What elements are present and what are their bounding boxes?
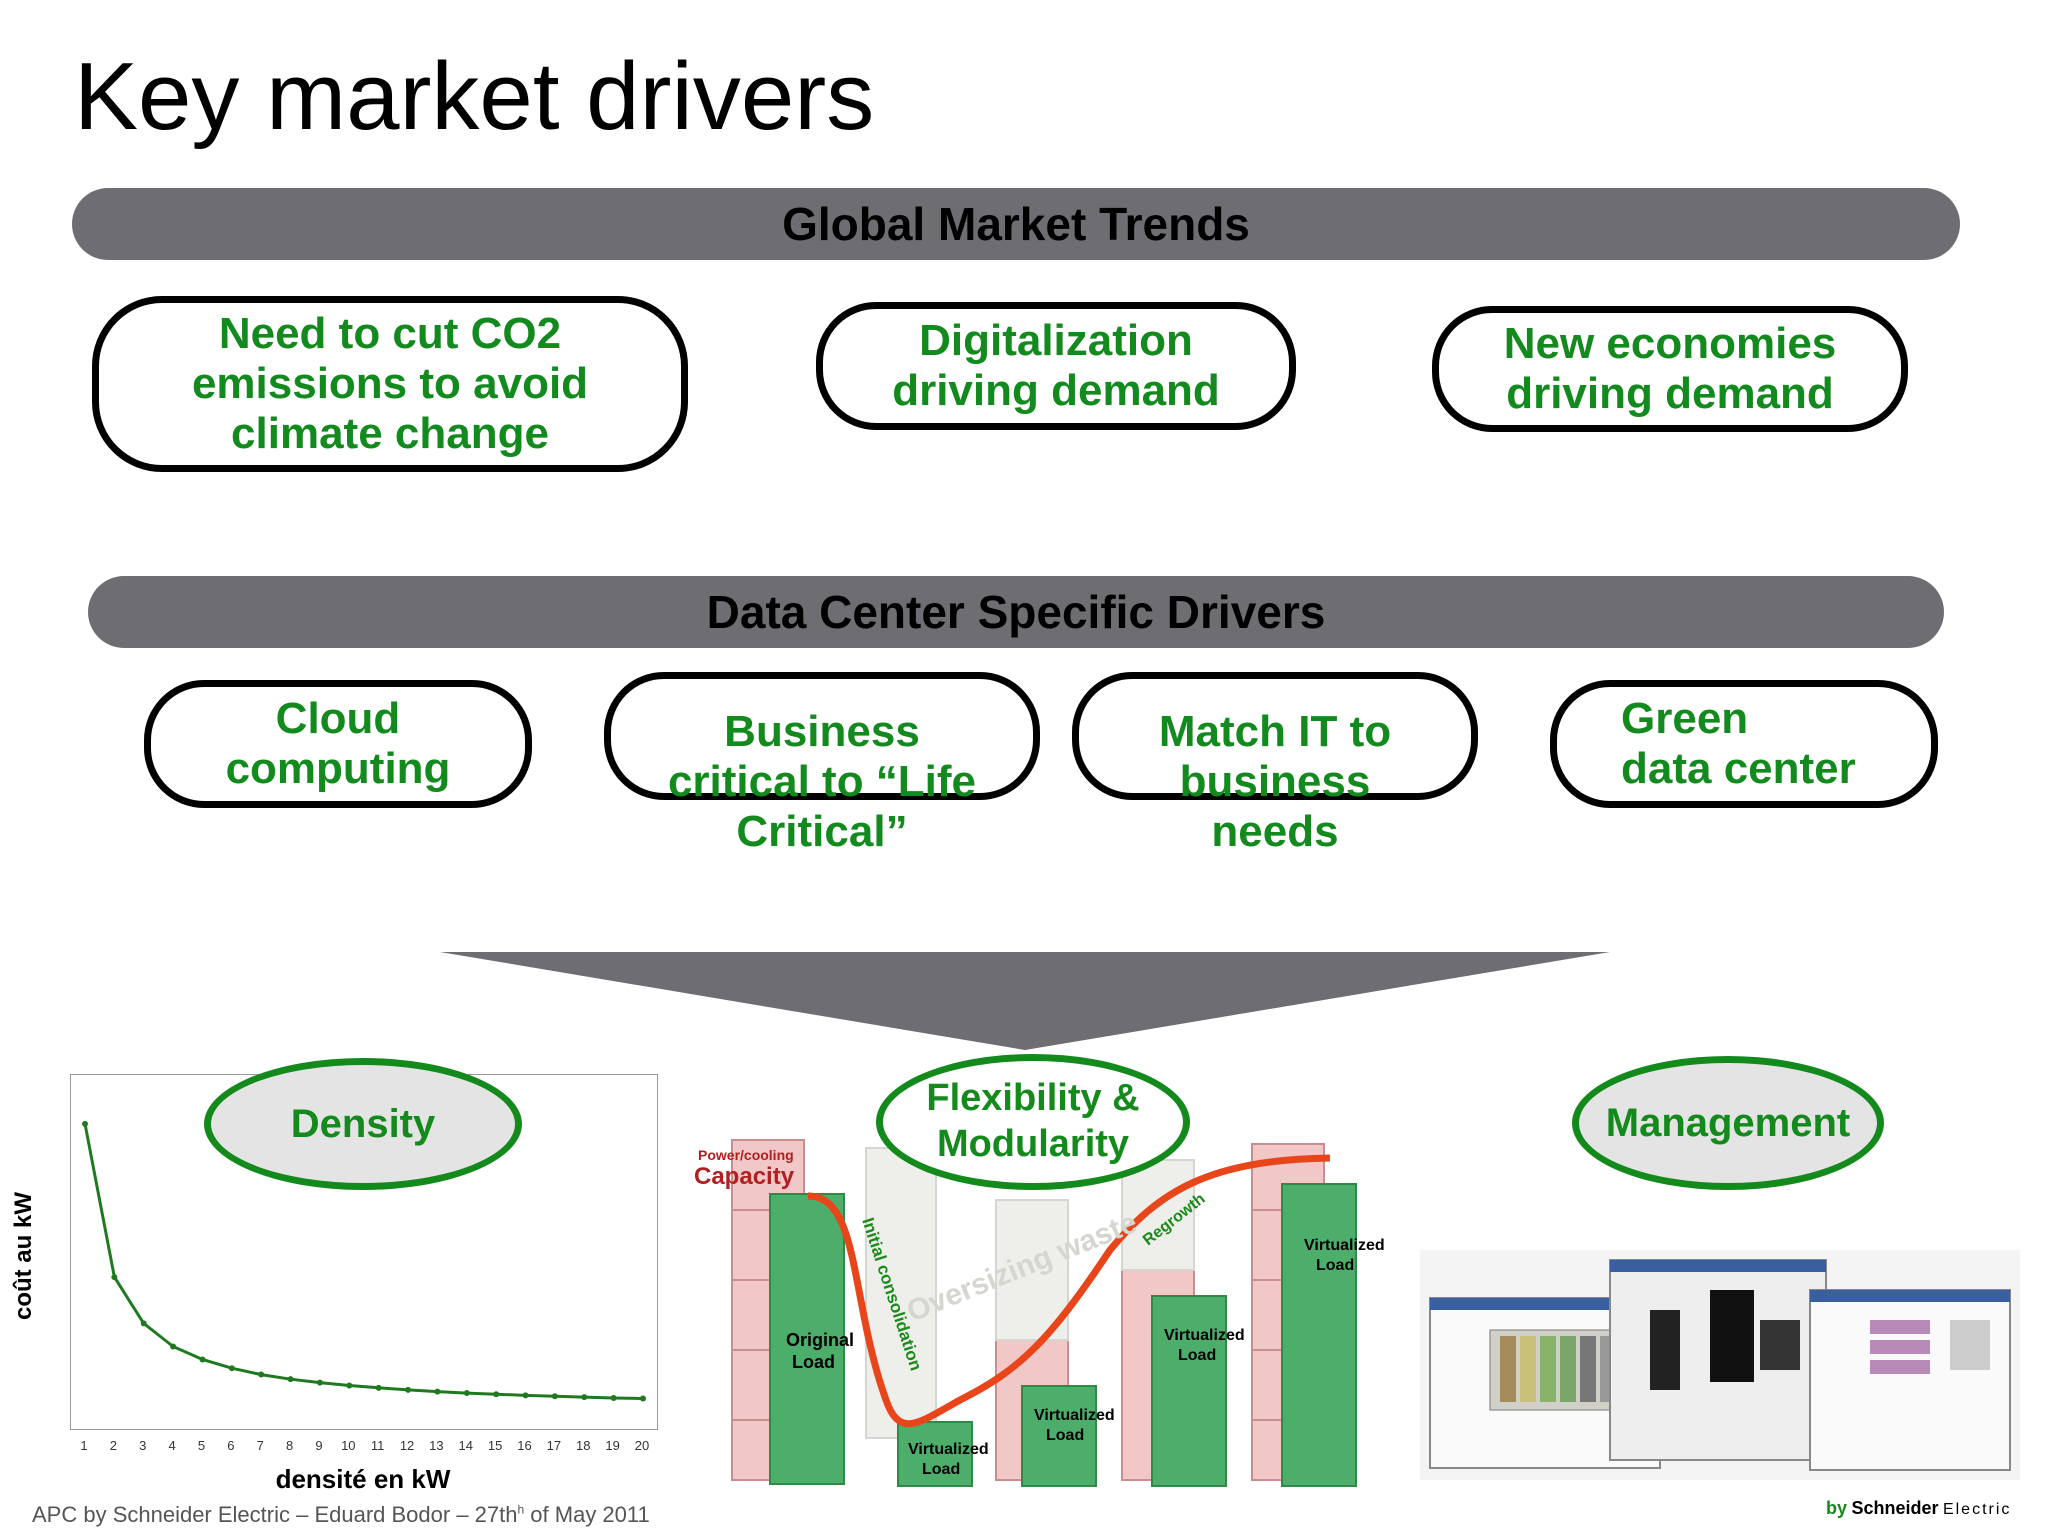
density-point xyxy=(199,1356,206,1363)
load-columns xyxy=(769,1183,1357,1487)
density-point xyxy=(610,1394,617,1401)
density-point xyxy=(170,1343,177,1350)
trend-digitalization-pill: Digitalization driving demand xyxy=(816,302,1296,430)
density-x-tick-label: 10 xyxy=(341,1438,355,1453)
funnel-arrow xyxy=(440,952,1610,1050)
capacity-label: Capacity xyxy=(694,1163,795,1190)
density-x-tick-label: 1 xyxy=(80,1438,87,1453)
density-x-tick-label: 11 xyxy=(371,1438,385,1453)
density-oval-label: Density xyxy=(290,1102,436,1146)
driver-green-dc-label: Green data center xyxy=(1621,693,1856,793)
density-x-tick-label: 5 xyxy=(198,1438,205,1453)
driver-green-dc-pill: Green data center xyxy=(1550,680,1938,808)
density-point xyxy=(581,1394,588,1401)
trend-co2-label: Need to cut CO2 emissions to avoid clima… xyxy=(191,308,589,459)
trend-new-economies-pill: New economies driving demand xyxy=(1432,306,1908,432)
screenshot-window-right xyxy=(1809,1289,2011,1471)
density-y-axis-label: coût au kW xyxy=(10,1192,37,1321)
density-x-tick-label: 19 xyxy=(605,1438,619,1453)
density-point xyxy=(140,1320,147,1327)
density-chart xyxy=(82,1120,646,1402)
management-screenshots xyxy=(1420,1250,2020,1480)
flexibility-oval-label: Flexibility & Modularity xyxy=(926,1077,1140,1165)
density-x-tick-label: 9 xyxy=(315,1438,322,1453)
density-x-tick-label: 16 xyxy=(517,1438,531,1453)
data-center-drivers-label: Data Center Specific Drivers xyxy=(706,586,1326,638)
density-x-tick-label: 4 xyxy=(168,1438,175,1453)
driver-business-critical-pill: Business critical to “Life Critical” xyxy=(604,672,1040,856)
footer-sup: h xyxy=(517,1502,525,1517)
trend-new-economies-label: New economies driving demand xyxy=(1503,318,1837,418)
driver-match-it-label: Match IT to business needs xyxy=(1158,707,1392,857)
brand-by: by xyxy=(1826,1498,1848,1518)
ghost-columns xyxy=(865,1147,1195,1439)
density-point xyxy=(640,1395,646,1402)
brand-logo: by Schneider Electric xyxy=(1826,1498,2011,1519)
footer-left: APC by Schneider Electric – Eduard Bodor… xyxy=(32,1502,518,1527)
management-oval: Management xyxy=(1572,1056,1884,1190)
density-point xyxy=(258,1371,265,1378)
trend-co2-pill: Need to cut CO2 emissions to avoid clima… xyxy=(92,296,688,472)
screenshot-window-center xyxy=(1609,1259,1827,1461)
density-x-tick-label: 15 xyxy=(488,1438,502,1453)
density-point xyxy=(111,1274,118,1281)
global-market-trends-banner: Global Market Trends xyxy=(72,188,1960,260)
global-market-trends-label: Global Market Trends xyxy=(782,198,1250,250)
density-point xyxy=(463,1390,470,1397)
density-point xyxy=(551,1393,558,1400)
density-point xyxy=(82,1120,88,1127)
density-x-tick-label: 12 xyxy=(400,1438,414,1453)
density-x-axis-label: densité en kW xyxy=(275,1464,451,1494)
management-oval-label: Management xyxy=(1605,1101,1851,1145)
density-x-tick-label: 13 xyxy=(429,1438,443,1453)
driver-cloud-pill: Cloud computing xyxy=(144,680,532,808)
density-x-tick-label: 6 xyxy=(227,1438,234,1453)
density-x-tick-label: 17 xyxy=(547,1438,561,1453)
density-point xyxy=(346,1382,353,1389)
brand-electric: Electric xyxy=(1942,1501,2012,1518)
density-point xyxy=(316,1379,323,1386)
density-point xyxy=(375,1384,382,1391)
slide-title: Key market drivers xyxy=(74,43,875,150)
driver-cloud-label: Cloud computing xyxy=(225,693,451,793)
driver-match-it-pill: Match IT to business needs xyxy=(1072,672,1478,856)
density-x-tick-label: 2 xyxy=(110,1438,117,1453)
brand-name: Schneider xyxy=(1851,1498,1939,1518)
density-point xyxy=(522,1392,529,1399)
density-x-tick-label: 7 xyxy=(257,1438,264,1453)
density-point xyxy=(287,1376,294,1383)
flexibility-oval: Flexibility & Modularity xyxy=(876,1054,1190,1190)
density-x-tick-label: 20 xyxy=(635,1438,649,1453)
footer-text: APC by Schneider Electric – Eduard Bodor… xyxy=(32,1502,650,1528)
density-series-line xyxy=(83,1123,644,1400)
capacity-small-label: Power/cooling xyxy=(698,1147,794,1163)
density-x-tick-label: 18 xyxy=(576,1438,590,1453)
density-point xyxy=(228,1365,235,1372)
driver-business-critical-label: Business critical to “Life Critical” xyxy=(667,707,977,857)
density-x-tick-label: 3 xyxy=(139,1438,146,1453)
density-oval: Density xyxy=(204,1058,522,1190)
data-center-drivers-banner: Data Center Specific Drivers xyxy=(88,576,1944,648)
density-x-tick-label: 14 xyxy=(459,1438,473,1453)
density-point xyxy=(493,1391,500,1398)
capacity-curve xyxy=(807,1154,1331,1428)
density-x-tick-label: 8 xyxy=(286,1438,293,1453)
density-point xyxy=(405,1386,412,1393)
density-y-axis-label-wrap: coût au kW xyxy=(0,1190,50,1330)
footer-left-end: of May 2011 xyxy=(524,1502,650,1527)
trend-digitalization-label: Digitalization driving demand xyxy=(892,315,1220,415)
density-point xyxy=(434,1388,441,1395)
